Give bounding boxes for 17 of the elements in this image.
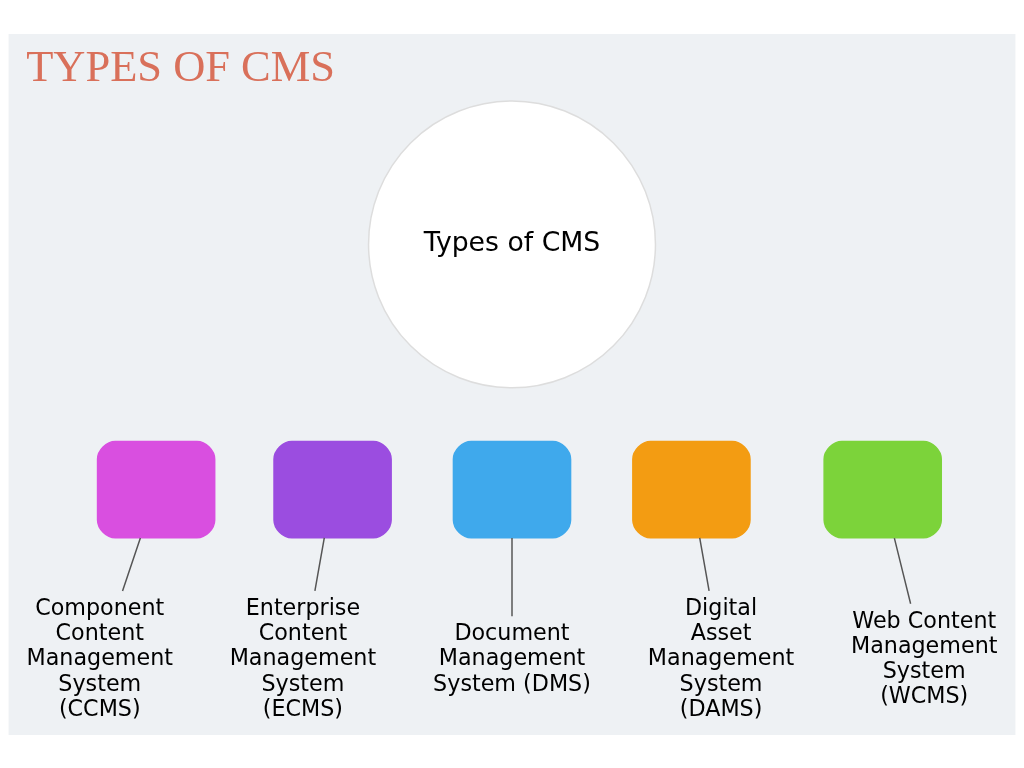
node-text: Enterprise Content Management System (ECMS) [229, 593, 377, 721]
connector [893, 536, 912, 604]
node-box [823, 440, 942, 539]
node-text: Digital Asset Management System (DAMS) [647, 593, 795, 721]
node-text: Component Content Management System (CCMS) [26, 593, 174, 721]
node-box [96, 440, 216, 539]
connector [511, 536, 513, 617]
node-box [273, 440, 392, 539]
diagram-title: TYPES OF CMS [26, 40, 336, 91]
node-circle: Types of CMS [367, 99, 657, 389]
node-text: Document Management System (DMS) [433, 618, 591, 696]
connector [121, 536, 142, 592]
node-box [632, 440, 751, 539]
connector [314, 536, 326, 592]
connector [698, 536, 710, 592]
node-box [452, 440, 572, 539]
node-text: Web Content Management System (WCMS) [850, 606, 998, 708]
